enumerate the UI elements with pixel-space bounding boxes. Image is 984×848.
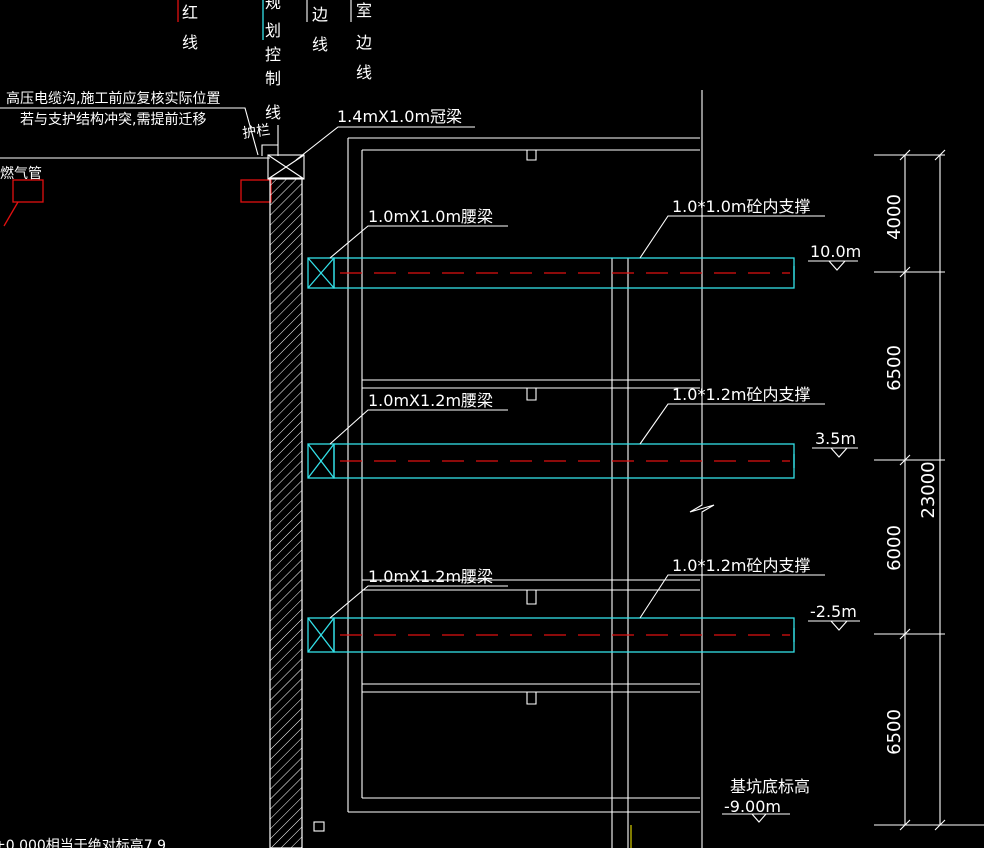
dim-segment-3: 6000 <box>884 525 905 571</box>
top-label-red-line: 红 线 <box>177 0 198 52</box>
top-label-planning-control-line: 规 划 控 制 线 <box>262 0 281 122</box>
gas-pipe-leader <box>3 201 19 227</box>
elevation-2: 3.5m <box>815 429 856 448</box>
waist-beam-1-leader <box>329 225 508 259</box>
waist-beam-3-label: 1.0mX1.2m腰梁 <box>368 567 493 586</box>
gas-pipe-label: 燃气管 <box>0 165 42 182</box>
dim-segment-4: 6500 <box>884 709 905 755</box>
elevation-1: 10.0m <box>810 242 861 261</box>
waist-beam-2-leader <box>329 409 508 445</box>
pit-bottom-label: 基坑底标高 <box>730 777 810 796</box>
cable-trench-note-line1: 高压电缆沟,施工前应复核实际位置 <box>6 90 220 107</box>
support-level-3: 1.0mX1.2m腰梁 1.0*1.2m砼内支撑 -2.5m <box>307 556 860 653</box>
guardrail: 护栏 <box>241 122 279 156</box>
planning-line-char-3: 控 <box>265 45 281 64</box>
top-label-edge-line: 边 线 <box>306 0 328 54</box>
dimension-chain: 4000 6500 6000 6500 23000 <box>874 149 984 831</box>
room-edge-char-1: 室 <box>356 1 372 20</box>
crown-beam-label: 1.4mX1.0m冠梁 <box>337 107 462 126</box>
strut-1-label: 1.0*1.0m砼内支撑 <box>672 197 810 216</box>
gas-pipe-section <box>12 179 44 203</box>
gas-pipe: 燃气管 <box>0 165 44 227</box>
strut-1-leader <box>639 215 825 259</box>
strut-2-label: 1.0*1.2m砼内支撑 <box>672 385 810 404</box>
cable-trench-leader <box>0 107 259 156</box>
dim-segment-2: 6500 <box>884 345 905 391</box>
crown-beam-section <box>267 154 305 180</box>
waist-beam-3-leader <box>329 585 508 619</box>
waist-beam-1-label: 1.0mX1.0m腰梁 <box>368 207 493 226</box>
cable-trench-note-line2: 若与支护结构冲突,需提前迁移 <box>20 111 206 128</box>
edge-line-char-2: 线 <box>312 35 328 54</box>
pit-bottom-elevation: -9.00m <box>724 797 781 816</box>
guardrail-outline <box>261 144 279 156</box>
elevation-3: -2.5m <box>810 602 857 621</box>
edge-line-char-1: 边 <box>312 5 328 24</box>
guardrail-label: 护栏 <box>241 122 271 142</box>
planning-line-char-4: 制 <box>265 69 281 88</box>
planning-line-char-2: 划 <box>265 21 281 40</box>
cable-trench-section <box>240 179 272 203</box>
waist-beam-2-label: 1.0mX1.2m腰梁 <box>368 391 493 410</box>
strut-3-label: 1.0*1.2m砼内支撑 <box>672 556 810 575</box>
red-line-char-2: 线 <box>182 33 198 52</box>
break-line <box>689 90 715 848</box>
strut-3-leader <box>639 574 825 619</box>
datum-note: ±0.000相当于绝对标高7.9 <box>0 837 166 848</box>
dim-segment-1: 4000 <box>884 194 905 240</box>
room-edge-char-3: 线 <box>356 63 372 82</box>
planning-line-char-5: 线 <box>265 103 281 122</box>
red-line-char-1: 红 <box>182 3 198 22</box>
planning-line-char-1: 规 <box>265 0 281 12</box>
support-level-2: 1.0mX1.2m腰梁 1.0*1.2m砼内支撑 3.5m <box>307 385 858 479</box>
crown-beam: 1.4mX1.0m冠梁 <box>267 107 475 180</box>
top-label-room-edge-line: 室 边 线 <box>350 0 372 82</box>
pit-bottom: 基坑底标高 -9.00m <box>722 777 810 823</box>
retaining-pile-wall <box>269 177 303 848</box>
basement-structure <box>313 137 700 848</box>
room-edge-char-2: 边 <box>356 33 372 52</box>
support-level-1: 1.0mX1.0m腰梁 1.0*1.0m砼内支撑 10.0m <box>307 197 861 289</box>
crown-beam-leader <box>295 126 475 161</box>
strut-2-leader <box>639 403 825 445</box>
dim-total: 23000 <box>918 461 939 518</box>
cable-trench-note: 高压电缆沟,施工前应复核实际位置 若与支护结构冲突,需提前迁移 <box>0 90 259 156</box>
